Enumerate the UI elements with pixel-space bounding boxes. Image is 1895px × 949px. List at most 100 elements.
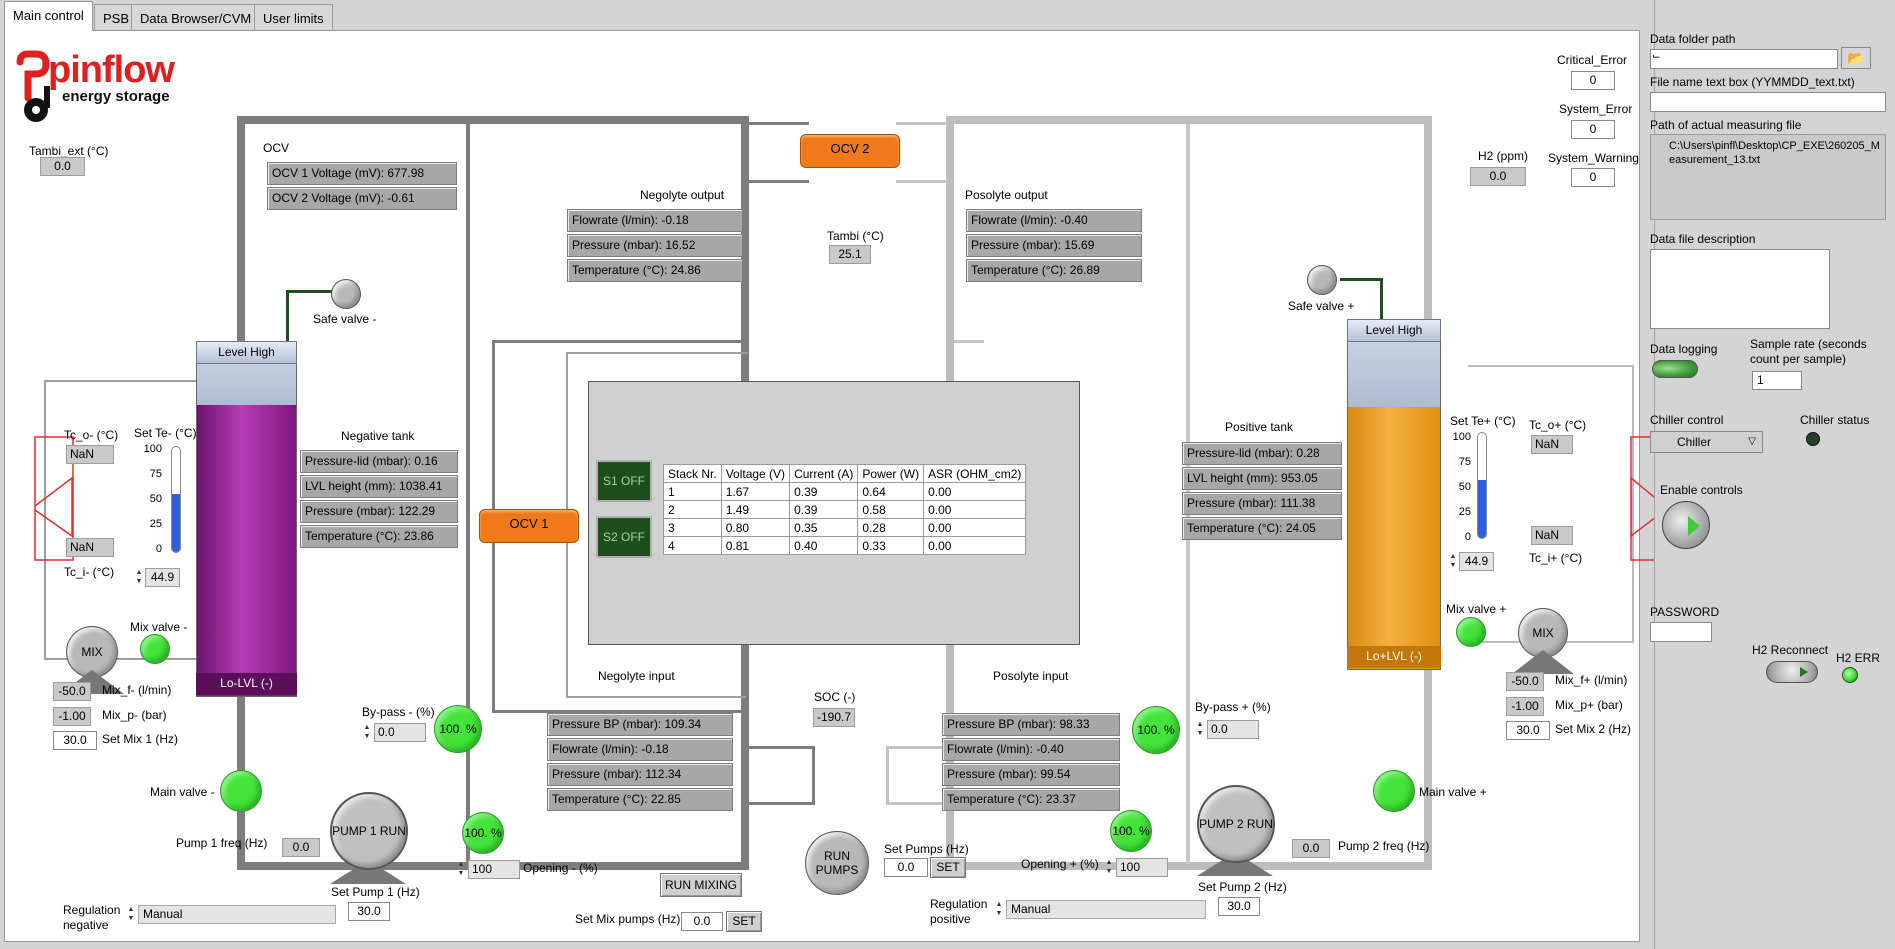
h2-reconnect-button[interactable] [1766, 661, 1818, 683]
set-pump2-value[interactable]: 30.0 [1218, 897, 1260, 916]
spinner-icon[interactable]: ▲▼ [995, 901, 1003, 917]
opening-pos-label: Opening + (%) [1021, 857, 1099, 871]
spinner-icon[interactable]: ▲▼ [457, 861, 465, 877]
pump2-freq-value: 0.0 [1292, 839, 1330, 858]
data-logging-toggle[interactable] [1652, 360, 1698, 378]
set-mix-pumps-value[interactable]: 0.0 [681, 912, 723, 931]
run-mixing-button[interactable]: RUN MIXING [660, 873, 742, 897]
mix-p-neg-value: -1.00 [53, 707, 91, 726]
negative-tank-lvl: LVL height (mm): 1038.41 [300, 475, 458, 498]
negolyte-input-pbp: Pressure BP (mbar): 109.34 [547, 713, 733, 736]
sample-rate-input[interactable]: 1 [1752, 371, 1802, 390]
chiller-select[interactable]: Chiller ▽ [1650, 431, 1763, 453]
mix-f-neg-label: Mix_f- (l/min) [102, 683, 172, 697]
pump2-freq-label: Pump 2 freq (Hz) [1338, 839, 1430, 853]
pipe [954, 340, 984, 343]
regulation-pos-label: Regulation positive [930, 897, 988, 926]
tab-data-browser[interactable]: Data Browser/CVM [131, 4, 261, 30]
spinner-icon[interactable]: ▲▼ [127, 906, 135, 922]
negative-tank-temp: Temperature (°C): 23.86 [300, 525, 458, 548]
mix-p-pos-label: Mix_p+ (bar) [1555, 698, 1623, 712]
description-input[interactable] [1650, 249, 1830, 329]
stack-table: Stack Nr. Voltage (V) Current (A) Power … [663, 464, 1027, 555]
mix-valve-pos-label: Mix valve + [1446, 602, 1507, 616]
spinner-icon[interactable]: ▲▼ [1449, 553, 1457, 569]
spinner-icon[interactable]: ▲▼ [135, 569, 143, 585]
table-cell: 0.00 [923, 518, 1027, 537]
set-te-pos-value[interactable]: 44.9 [1459, 552, 1494, 571]
scale-tick: 0 [155, 543, 162, 555]
tc-o-pos-value: NaN [1531, 435, 1573, 454]
mix-pos-button[interactable]: MIX [1518, 608, 1568, 658]
tab-psb[interactable]: PSB [94, 4, 139, 30]
mix-valve-neg-label: Mix valve - [130, 620, 188, 634]
data-folder-input[interactable] [1650, 49, 1838, 69]
table-header: Current (A) [789, 464, 859, 483]
pipe [566, 696, 746, 698]
password-input[interactable] [1650, 622, 1712, 642]
scale-tick: 50 [1458, 481, 1471, 493]
file-name-input[interactable] [1650, 92, 1886, 112]
main-valve-pos-label: Main valve + [1419, 785, 1487, 799]
bypass-pos-value[interactable]: 0.0 [1207, 720, 1259, 739]
safe-valve-neg-label: Safe valve - [313, 312, 377, 326]
mix-f-pos-value: -50.0 [1506, 672, 1544, 691]
scale-tick: 25 [1458, 506, 1471, 518]
play-icon [1688, 516, 1700, 536]
regulation-neg-select[interactable]: Manual [138, 905, 336, 924]
scale-tick: 0 [1464, 531, 1471, 543]
pump1-run-button[interactable]: PUMP 1 RUN [330, 792, 408, 870]
set-mix1-value[interactable]: 30.0 [53, 731, 97, 750]
spinner-icon[interactable]: ▲▼ [363, 724, 371, 740]
set-pump1-value[interactable]: 30.0 [348, 902, 390, 921]
password-label: PASSWORD [1650, 605, 1720, 619]
opening-neg-value[interactable]: 100 [468, 860, 520, 879]
posolyte-input-temp: Temperature (°C): 23.37 [942, 788, 1120, 811]
ocv2-button[interactable]: OCV 2 [800, 134, 900, 168]
soc-label: SOC (-) [814, 690, 856, 704]
folder-browse-icon[interactable]: 📂 [1841, 47, 1871, 69]
enable-controls-label: Enable controls [1660, 483, 1743, 497]
set-te-neg-slider[interactable] [171, 446, 181, 553]
pipe [886, 746, 948, 749]
table-cell: 0.00 [923, 536, 1027, 555]
scale-tick: 25 [149, 518, 162, 530]
pipe [1340, 278, 1382, 281]
regulation-pos-select[interactable]: Manual [1006, 900, 1206, 919]
logo-name: pinflow [48, 49, 175, 91]
opening-pos-value[interactable]: 100 [1116, 858, 1168, 877]
table-cell: 0.80 [720, 518, 791, 537]
negolyte-output-pressure: Pressure (mbar): 16.52 [567, 234, 743, 257]
set-te-neg-label: Set Te- (°C) [134, 426, 197, 440]
spinner-icon[interactable]: ▲▼ [1196, 721, 1204, 737]
run-pumps-button[interactable]: RUN PUMPS [805, 831, 869, 895]
bypass-neg-value[interactable]: 0.0 [374, 723, 426, 742]
set-pumps-button[interactable]: SET [930, 857, 966, 878]
tab-user-limits[interactable]: User limits [254, 4, 333, 30]
spinner-icon[interactable]: ▲▼ [1105, 859, 1113, 875]
set-mix-pumps-button[interactable]: SET [726, 911, 762, 932]
set-te-pos-slider[interactable] [1477, 432, 1487, 539]
system-error-value: 0 [1571, 120, 1615, 139]
mix-neg-button[interactable]: MIX [66, 626, 118, 678]
set-pumps-value[interactable]: 0.0 [884, 858, 928, 877]
pump2-run-button[interactable]: PUMP 2 RUN [1197, 785, 1275, 863]
play-icon [1800, 667, 1808, 677]
pipe [237, 116, 749, 124]
ocv1-button[interactable]: OCV 1 [479, 509, 579, 543]
set-mix2-value[interactable]: 30.0 [1506, 721, 1550, 740]
pipe [492, 340, 742, 343]
mix-p-neg-label: Mix_p- (bar) [102, 708, 167, 722]
table-cell: 0.64 [857, 482, 925, 501]
s2-off-button[interactable]: S2 OFF [596, 516, 652, 558]
table-cell: 0.00 [923, 482, 1027, 501]
scale-tick: 100 [143, 443, 162, 455]
chiller-status-led [1806, 432, 1820, 446]
negative-tank [196, 342, 297, 697]
enable-controls-button[interactable] [1662, 501, 1710, 549]
tab-main-control[interactable]: Main control [4, 1, 93, 31]
s1-off-button[interactable]: S1 OFF [596, 460, 652, 502]
set-te-neg-value[interactable]: 44.9 [145, 568, 180, 587]
negative-tank-plid: Pressure-lid (mbar): 0.16 [300, 450, 458, 473]
negolyte-input-pressure: Pressure (mbar): 112.34 [547, 763, 733, 786]
